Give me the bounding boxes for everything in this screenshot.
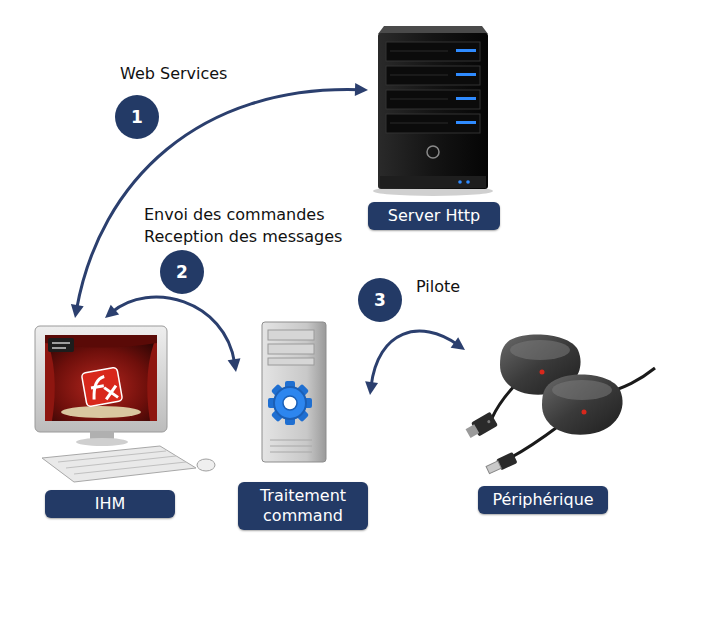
processing-tower-illustration-part (268, 358, 314, 365)
workstation-illustration-part (48, 338, 74, 352)
node-label: Périphérique (484, 490, 602, 510)
server-illustration-part (456, 49, 476, 52)
name-plate: IHM (45, 490, 175, 518)
callout-number: 3 (358, 278, 402, 322)
device-node: Périphérique (465, 328, 655, 514)
workstation-illustration-part (147, 335, 157, 421)
curved-connector (371, 331, 458, 386)
peripheral-illustration-part (542, 375, 623, 435)
callout-number: 1 (115, 95, 159, 139)
server-illustration-part (386, 42, 480, 61)
workstation-illustration-part (52, 347, 66, 349)
workstation-illustration-part (81, 367, 122, 407)
arrow-head (105, 305, 119, 318)
workstation-illustration-part (74, 462, 186, 474)
workstation-illustration-part (42, 446, 196, 482)
name-plate: Périphérique (478, 486, 608, 514)
server-illustration-part (386, 90, 480, 109)
arrow-head (365, 381, 378, 395)
name-plate: Traitement command (238, 482, 368, 530)
workstation-illustration-part (197, 459, 215, 471)
arrow-head (71, 304, 84, 318)
processing-tower-illustration-part (270, 452, 312, 453)
server-illustration-part (378, 26, 488, 34)
node-label: Server Http (374, 206, 494, 226)
server-illustration-part (390, 75, 448, 76)
workstation-illustration-part (58, 451, 166, 462)
server-illustration-part (456, 73, 476, 76)
peripheral-illustration-part (485, 452, 517, 476)
workstation-illustration-part-part (91, 386, 104, 388)
processing-tower-illustration-part (270, 440, 312, 441)
peripheral-illustration-part-part (487, 420, 491, 424)
server-illustration-part (390, 99, 448, 100)
peripheral-illustration-part (464, 412, 498, 441)
peripheral-illustration-part (540, 370, 545, 375)
callout-text: 3 (374, 290, 386, 310)
workstation-illustration-part (45, 335, 157, 421)
callout-number: 2 (160, 250, 204, 294)
gear-icon-part (271, 384, 309, 422)
name-plate: Server Http (368, 202, 500, 230)
server-illustration-part (466, 180, 470, 184)
workstation-illustration-part (61, 406, 141, 418)
device-node: Traitement command (236, 318, 370, 530)
peripheral-illustration-part (582, 410, 587, 415)
device-node: Server Http (368, 22, 500, 230)
gear-icon-part (271, 384, 309, 422)
server-illustration (373, 26, 493, 196)
server-illustration-part (458, 180, 462, 184)
processing-tower-illustration-part (268, 330, 314, 340)
server-illustration-part (386, 66, 480, 85)
callout-text: 1 (131, 107, 143, 127)
arrow-head (451, 337, 465, 350)
gear-icon-part (274, 387, 306, 419)
peripheral-illustration-part-part (486, 461, 501, 474)
curved-connector (77, 90, 359, 310)
server-illustration-part (386, 114, 480, 133)
server-illustration-part (456, 121, 476, 124)
arrow-head (355, 83, 368, 96)
curved-connector (112, 297, 235, 363)
processing-tower-illustration (262, 322, 326, 462)
workstation-illustration-part (52, 342, 70, 344)
server-illustration-part (427, 146, 439, 158)
device-node: IHM (30, 318, 220, 518)
callout-text: 2 (176, 262, 188, 282)
peripheral-illustration-part (552, 380, 612, 400)
server-illustration-part (456, 97, 476, 100)
node-label: IHM (51, 494, 169, 514)
workstation-illustration-part (35, 326, 167, 432)
edge-label: Envoi des commandes Reception des messag… (142, 204, 364, 248)
gear-icon-part (283, 396, 297, 410)
peripheral-illustration (464, 335, 655, 476)
server-illustration-part (390, 123, 448, 124)
server-illustration-part (378, 33, 488, 189)
peripheral-illustration-part (510, 340, 570, 360)
workstation-illustration-part (76, 438, 128, 446)
processing-tower-illustration-part (268, 344, 314, 354)
workstation-illustration-part (66, 456, 176, 468)
workstation-illustration (35, 326, 215, 482)
edge-label: Pilote (414, 276, 462, 298)
arrow-head (228, 358, 241, 372)
server-illustration-part (390, 51, 448, 52)
server-illustration-part (380, 176, 486, 188)
peripheral-illustration-part (510, 425, 560, 458)
node-label: Traitement command (244, 486, 362, 526)
gear-icon (268, 381, 312, 425)
peripheral-illustration-part-part (466, 424, 480, 438)
processing-tower-illustration-part (270, 446, 312, 447)
workstation-illustration-part-part (81, 367, 122, 407)
workstation-illustration-part-part (104, 386, 118, 400)
edge-label: Web Services (118, 63, 229, 85)
processing-tower-illustration-part (262, 322, 326, 462)
